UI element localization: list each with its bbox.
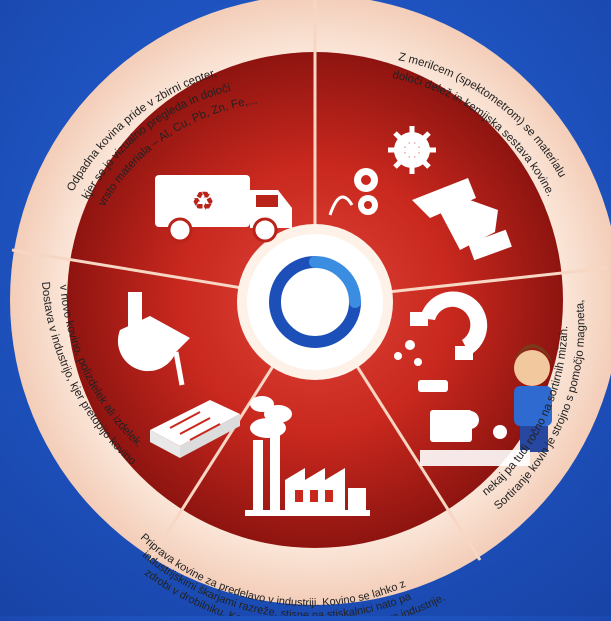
garbage-truck-icon: ♻	[155, 175, 292, 243]
worker-illustration	[514, 344, 552, 452]
svg-text:♻: ♻	[191, 186, 214, 216]
factory-icon	[245, 396, 370, 516]
ingot-ladle-icon	[117, 292, 240, 458]
logo-icon	[269, 256, 361, 348]
spectrometer-gear-icon	[328, 126, 512, 261]
magnet-sorting-icon	[394, 291, 552, 466]
